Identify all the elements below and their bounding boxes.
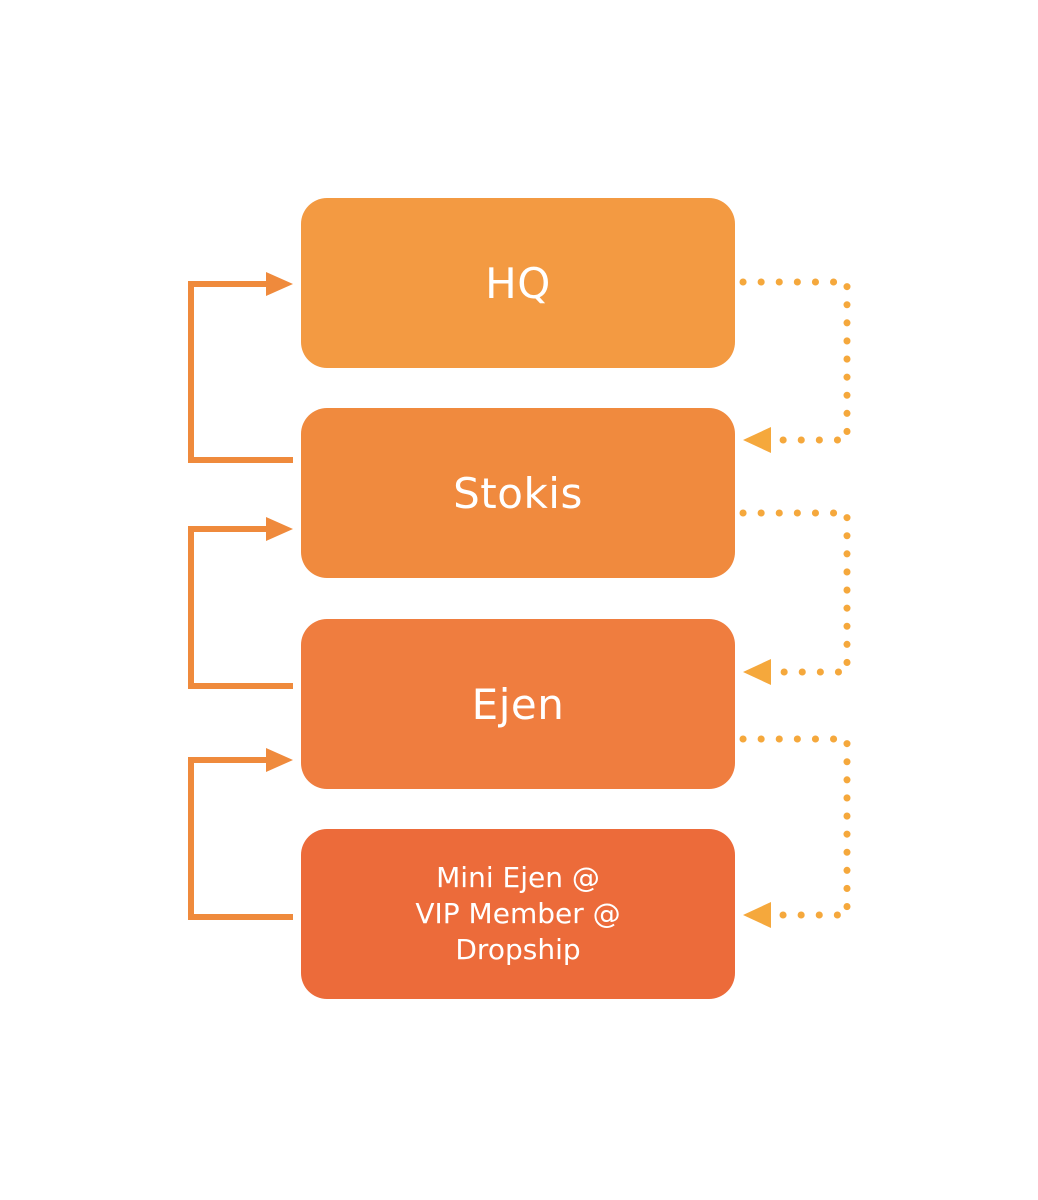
- mini-label-line-3: Dropship: [455, 933, 581, 966]
- ejen-box: Ejen: [301, 619, 735, 789]
- arrow-mini-to-ejen: [188, 757, 293, 920]
- mini-label-line-1: Mini Ejen @: [436, 861, 600, 894]
- solid-arrows: [188, 281, 293, 920]
- dotted-stokis-to-ejen: [739, 509, 851, 676]
- arrowhead-hq: [266, 272, 293, 296]
- stokis-box: Stokis: [301, 408, 735, 578]
- ejen-label: Ejen: [471, 679, 565, 729]
- arrowhead-ejen-right: [743, 659, 771, 685]
- solid-arrowheads: [266, 272, 293, 772]
- dotted-hq-to-stokis: [739, 278, 851, 444]
- mini-label-line-2: VIP Member @: [415, 897, 621, 930]
- arrowhead-ejen: [266, 748, 293, 772]
- hq-box: HQ: [301, 198, 735, 368]
- hq-label: HQ: [485, 258, 551, 308]
- stokis-label: Stokis: [453, 468, 583, 518]
- arrow-ejen-to-stokis: [188, 526, 293, 689]
- mini-ejen-box: Mini Ejen @ VIP Member @ Dropship: [301, 829, 735, 999]
- arrowhead-stokis: [266, 517, 293, 541]
- arrowhead-mini-right: [743, 902, 771, 928]
- dotted-arrowheads: [743, 427, 771, 928]
- dotted-ejen-to-mini: [739, 735, 851, 919]
- arrowhead-stokis-right: [743, 427, 771, 453]
- dotted-arrows: [739, 278, 851, 919]
- arrow-stokis-to-hq: [188, 281, 293, 463]
